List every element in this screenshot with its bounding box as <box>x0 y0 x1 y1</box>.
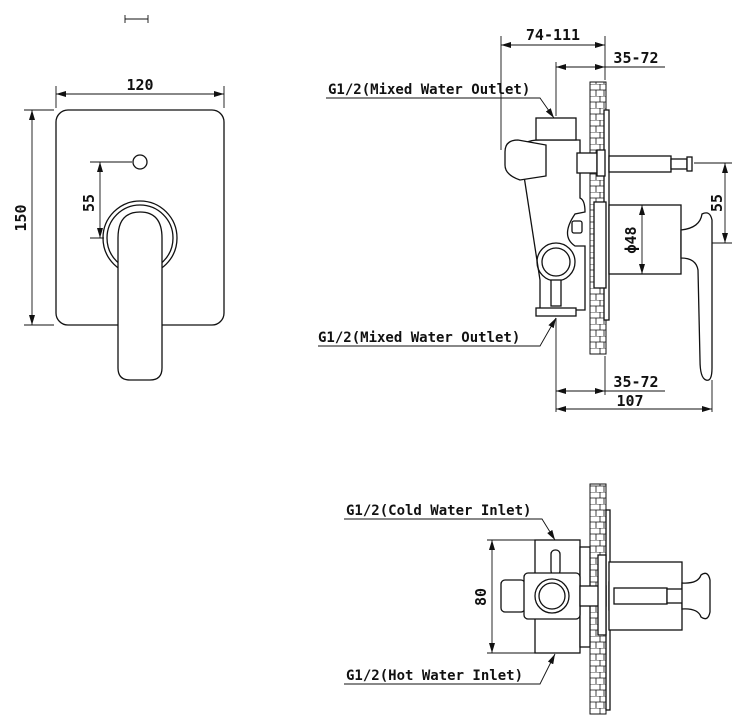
handle-body <box>608 204 682 275</box>
lever-handle-side <box>680 212 713 381</box>
valve-side-boss <box>504 139 547 181</box>
diverter-knob <box>132 154 148 170</box>
top-outlet <box>535 117 577 141</box>
diverter-stem <box>608 155 672 173</box>
front-width-dim: 120 <box>126 76 153 94</box>
front-offset-dim: 55 <box>80 194 98 212</box>
wall-range-bottom-dim: 35-72 <box>613 373 658 391</box>
wall-range-top-dim: 35-72 <box>613 49 658 67</box>
hot-inlet-label: G1/2(Hot Water Inlet) <box>346 668 523 684</box>
diameter-dim: ϕ48 <box>622 226 640 253</box>
handle-offset-dim: 55 <box>708 194 726 212</box>
outlet-stub <box>550 279 562 307</box>
scale-mark <box>124 15 149 23</box>
depth-range-dim: 74-111 <box>526 26 580 44</box>
total-depth-dim: 107 <box>616 392 643 410</box>
lever-end <box>681 572 711 620</box>
top-outlet-label: G1/2(Mixed Water Outlet) <box>328 82 530 98</box>
lever-handle <box>117 211 163 381</box>
front-view: 120 150 55 <box>12 76 225 381</box>
bottom-height-dim: 80 <box>472 588 490 606</box>
side-view: ϕ48 55 74-111 35-72 35-72 107 G1/2(Mixed… <box>318 26 732 412</box>
bottom-view: 80 G1/2(Cold Water Inlet) G1/2(Hot Water… <box>344 483 711 715</box>
bottom-outlet <box>535 307 577 317</box>
cold-inlet-label: G1/2(Cold Water Inlet) <box>346 503 531 519</box>
front-height-dim: 150 <box>12 204 30 231</box>
bottom-outlet-label: G1/2(Mixed Water Outlet) <box>318 330 520 346</box>
